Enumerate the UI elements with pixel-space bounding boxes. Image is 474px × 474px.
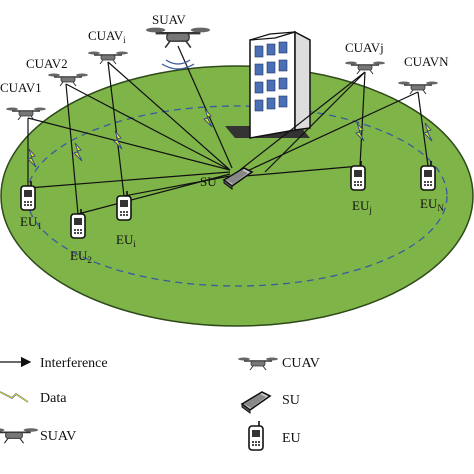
eu-i-label: EUi — [116, 232, 136, 249]
eu-j-device — [350, 160, 366, 191]
legend: Interference Data SUAV CUAV SU EU — [0, 356, 320, 451]
suav-label: SUAV — [152, 12, 186, 27]
eu-n-label: EUN — [420, 196, 444, 213]
cuav1-label: CUAV1 — [0, 80, 42, 95]
cuav2-label: CUAV2 — [26, 56, 68, 71]
cuav-j-label: CUAVj — [345, 40, 384, 55]
su-legend-icon — [241, 391, 271, 414]
suav-signal — [161, 59, 195, 70]
legend-data: Data — [40, 391, 67, 406]
eu2-label: EU2 — [70, 248, 92, 265]
coverage-ring — [26, 105, 448, 287]
suav-legend-icon — [0, 427, 39, 445]
eu-legend-icon — [248, 420, 264, 451]
eu-i-device — [116, 190, 132, 221]
su-label: SU — [200, 174, 217, 189]
building — [225, 30, 311, 139]
legend-eu: EU — [282, 431, 301, 446]
legend-suav: SUAV — [40, 429, 76, 444]
legend-cuav: CUAV — [282, 356, 320, 371]
links — [27, 45, 429, 215]
suav-drone — [144, 26, 212, 49]
legend-su: SU — [282, 393, 300, 408]
cuav-i-label: CUAVi — [88, 28, 126, 45]
cuav-legend-icon — [237, 356, 279, 371]
cuav1-drone — [5, 106, 47, 121]
eu1-device — [20, 180, 36, 211]
legend-interference: Interference — [40, 356, 108, 371]
eu-n-device — [420, 160, 436, 191]
ground-area — [0, 65, 474, 327]
eu2-device — [70, 208, 86, 239]
cuav-n-label: CUAVN — [404, 54, 449, 69]
eu-j-label: EUj — [352, 198, 372, 215]
data-legend-icon — [0, 391, 29, 403]
eu1-label: EU1 — [20, 214, 42, 231]
cuav2-drone — [47, 72, 89, 87]
